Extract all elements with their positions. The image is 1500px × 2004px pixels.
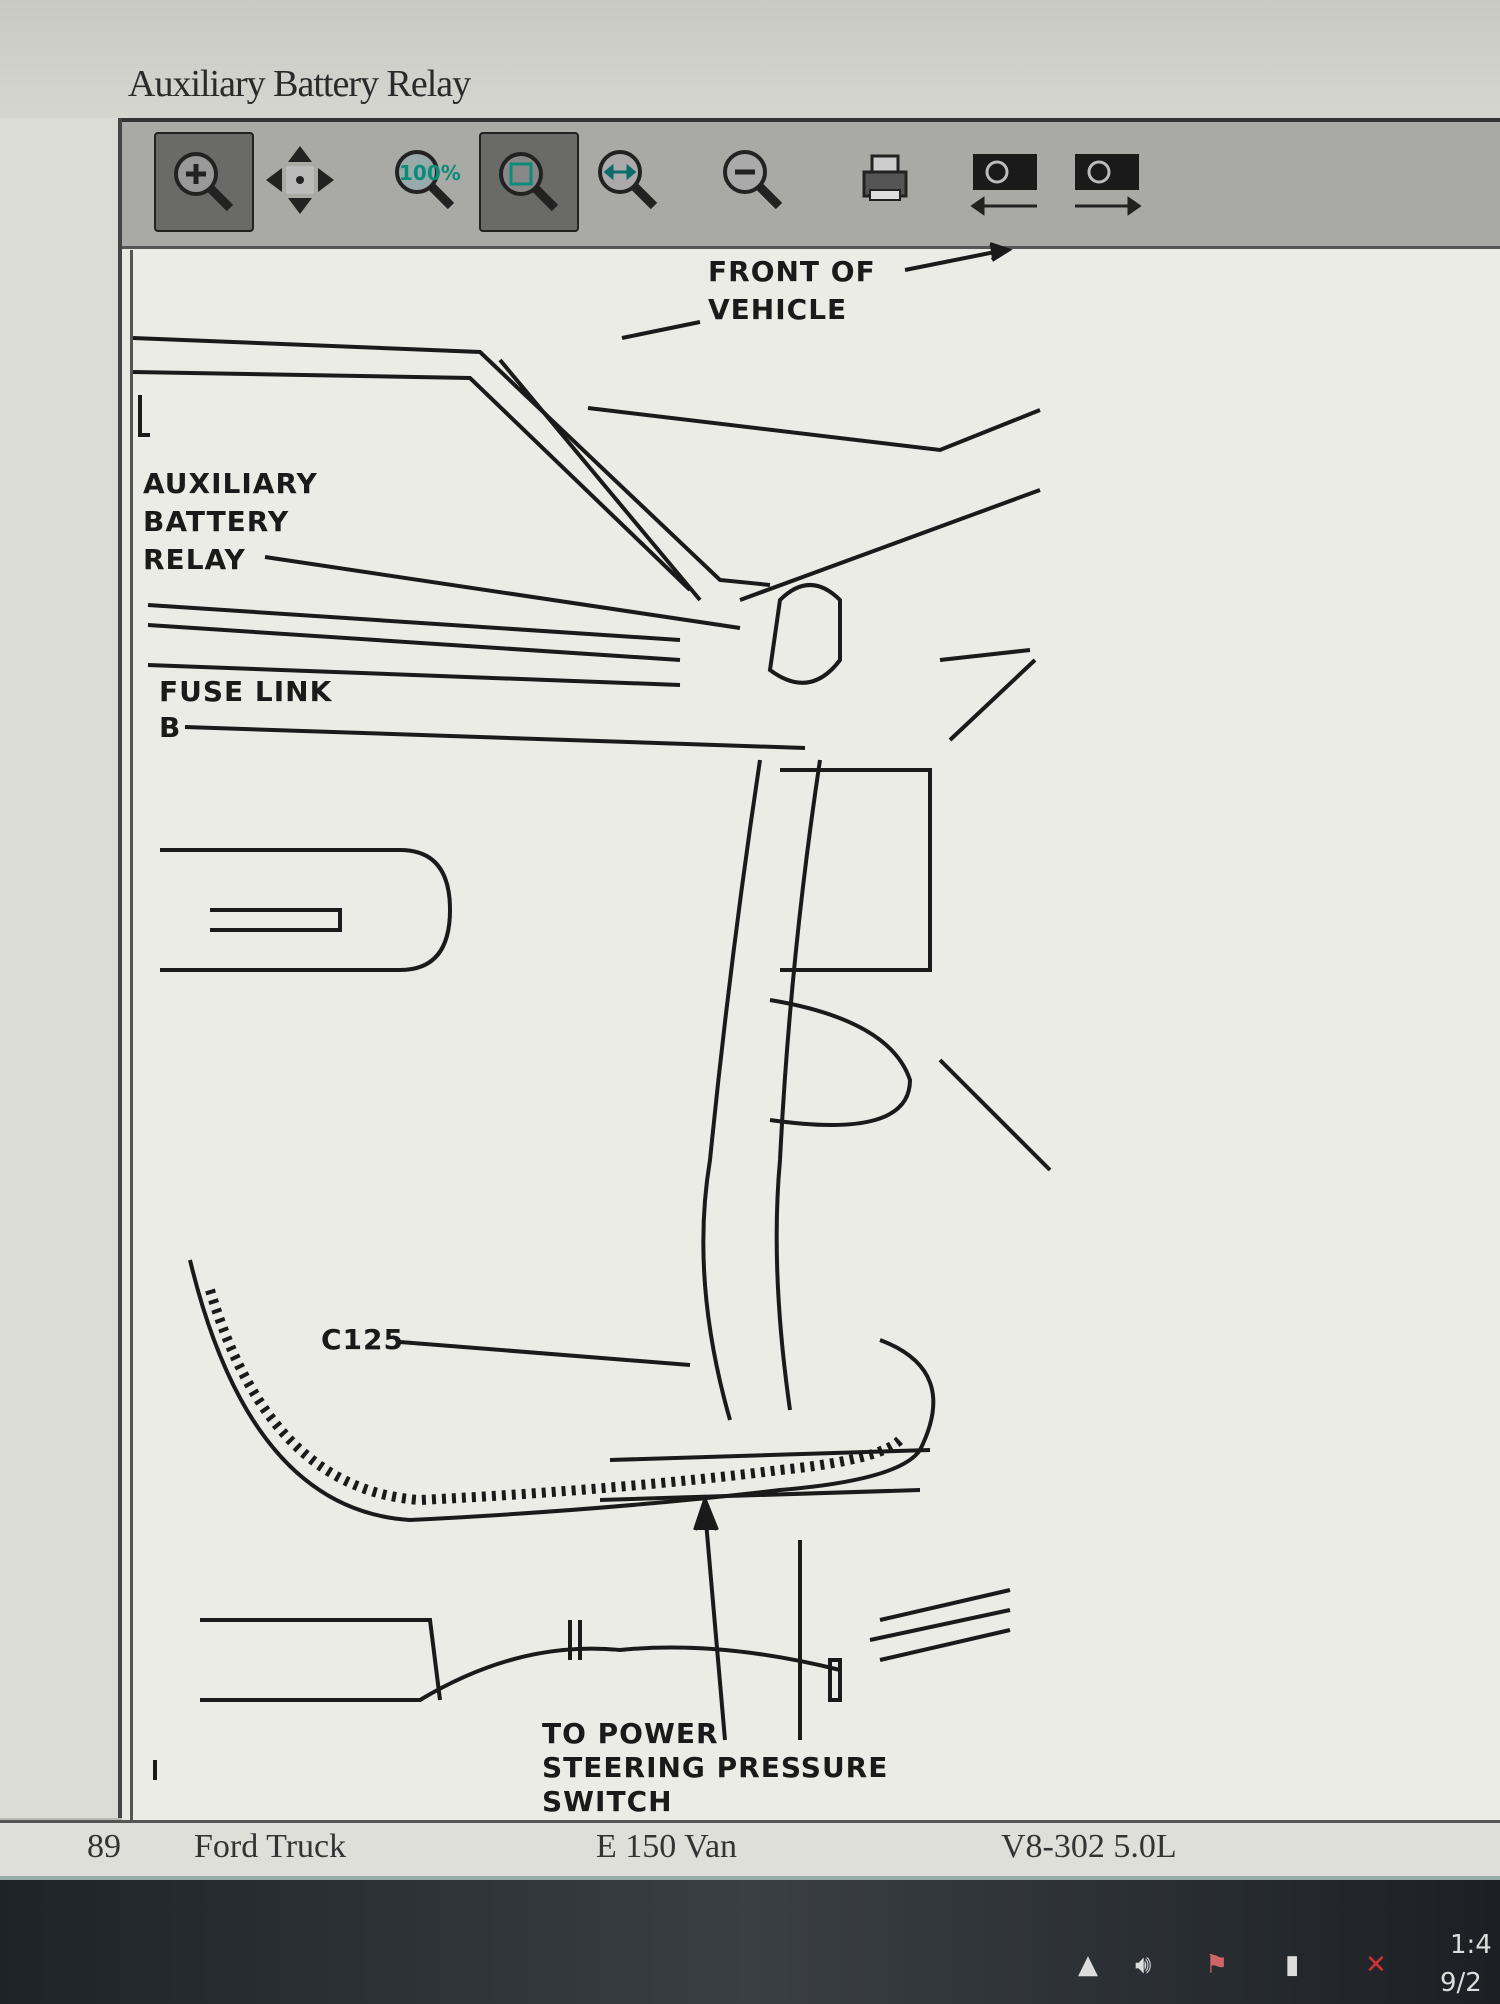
zoom-100-button[interactable]: 100% <box>377 132 473 228</box>
label-c125: C125 <box>321 1323 404 1356</box>
network-disconnected-icon[interactable]: ✕ <box>1365 1950 1387 1980</box>
label-fuse-link: FUSE LINK <box>159 675 333 708</box>
printer-icon <box>862 154 908 201</box>
label-to-power: TO POWER <box>542 1717 719 1750</box>
action-center-flag-icon[interactable]: ⚑ <box>1205 1950 1229 1980</box>
status-footer <box>0 1820 1500 1879</box>
zoom-out-icon <box>723 150 783 210</box>
zoom-width-icon <box>598 150 658 210</box>
window-title: Auxiliary Battery Relay <box>128 63 471 105</box>
label-steering-pressure: STEERING PRESSURE <box>542 1751 889 1784</box>
left-pane <box>0 118 122 1818</box>
label-auxiliary: AUXILIARY <box>143 467 318 500</box>
pan-button[interactable] <box>252 132 348 228</box>
taskbar <box>0 1876 1500 2004</box>
zoom-in-icon <box>174 152 234 212</box>
camera-forward-icon <box>1075 154 1142 216</box>
footer-year: 89 <box>87 1828 121 1865</box>
zoom-out-button[interactable] <box>705 132 801 228</box>
pan-arrows-icon <box>266 146 334 214</box>
camera-back-icon <box>970 154 1037 216</box>
clock-time[interactable]: 1:4 <box>1450 1930 1492 1960</box>
label-vehicle: VEHICLE <box>708 293 848 326</box>
zoom-width-button[interactable] <box>580 132 676 228</box>
label-relay: RELAY <box>143 543 246 576</box>
front-arrow <box>904 248 1006 272</box>
label-front-of: FRONT OF <box>708 255 876 288</box>
previous-image-button[interactable] <box>957 132 1053 228</box>
c125-leader <box>399 1340 691 1367</box>
fuse-link-leader <box>184 725 806 750</box>
svg-text:100%: 100% <box>399 161 461 185</box>
ps-leader <box>703 1509 727 1741</box>
next-image-button[interactable] <box>1059 132 1155 228</box>
label-battery: BATTERY <box>143 505 290 538</box>
viewer-toolbar <box>122 122 1500 249</box>
show-hidden-icons-icon[interactable]: ▲ <box>1078 1950 1098 1980</box>
zoom-fit-icon <box>499 152 559 212</box>
volume-icon[interactable]: 🔊︎ <box>1135 1950 1152 1980</box>
zoom-100-icon: 100% <box>395 150 461 210</box>
footer-engine: V8-302 5.0L <box>1001 1828 1177 1865</box>
print-button[interactable] <box>838 132 934 228</box>
zoom-in-button[interactable] <box>154 132 254 232</box>
power-icon[interactable]: ▮ <box>1285 1950 1300 1980</box>
relay-leader <box>264 555 741 630</box>
label-fuse-b: B <box>159 711 182 744</box>
clock-date[interactable]: 9/2 <box>1440 1968 1482 1998</box>
footer-make: Ford Truck <box>194 1828 347 1865</box>
zoom-fit-button[interactable] <box>479 132 579 232</box>
label-switch: SWITCH <box>542 1785 673 1818</box>
title-bar <box>0 0 1500 118</box>
footer-model: E 150 Van <box>596 1828 738 1865</box>
diagram-canvas <box>130 250 1500 1820</box>
